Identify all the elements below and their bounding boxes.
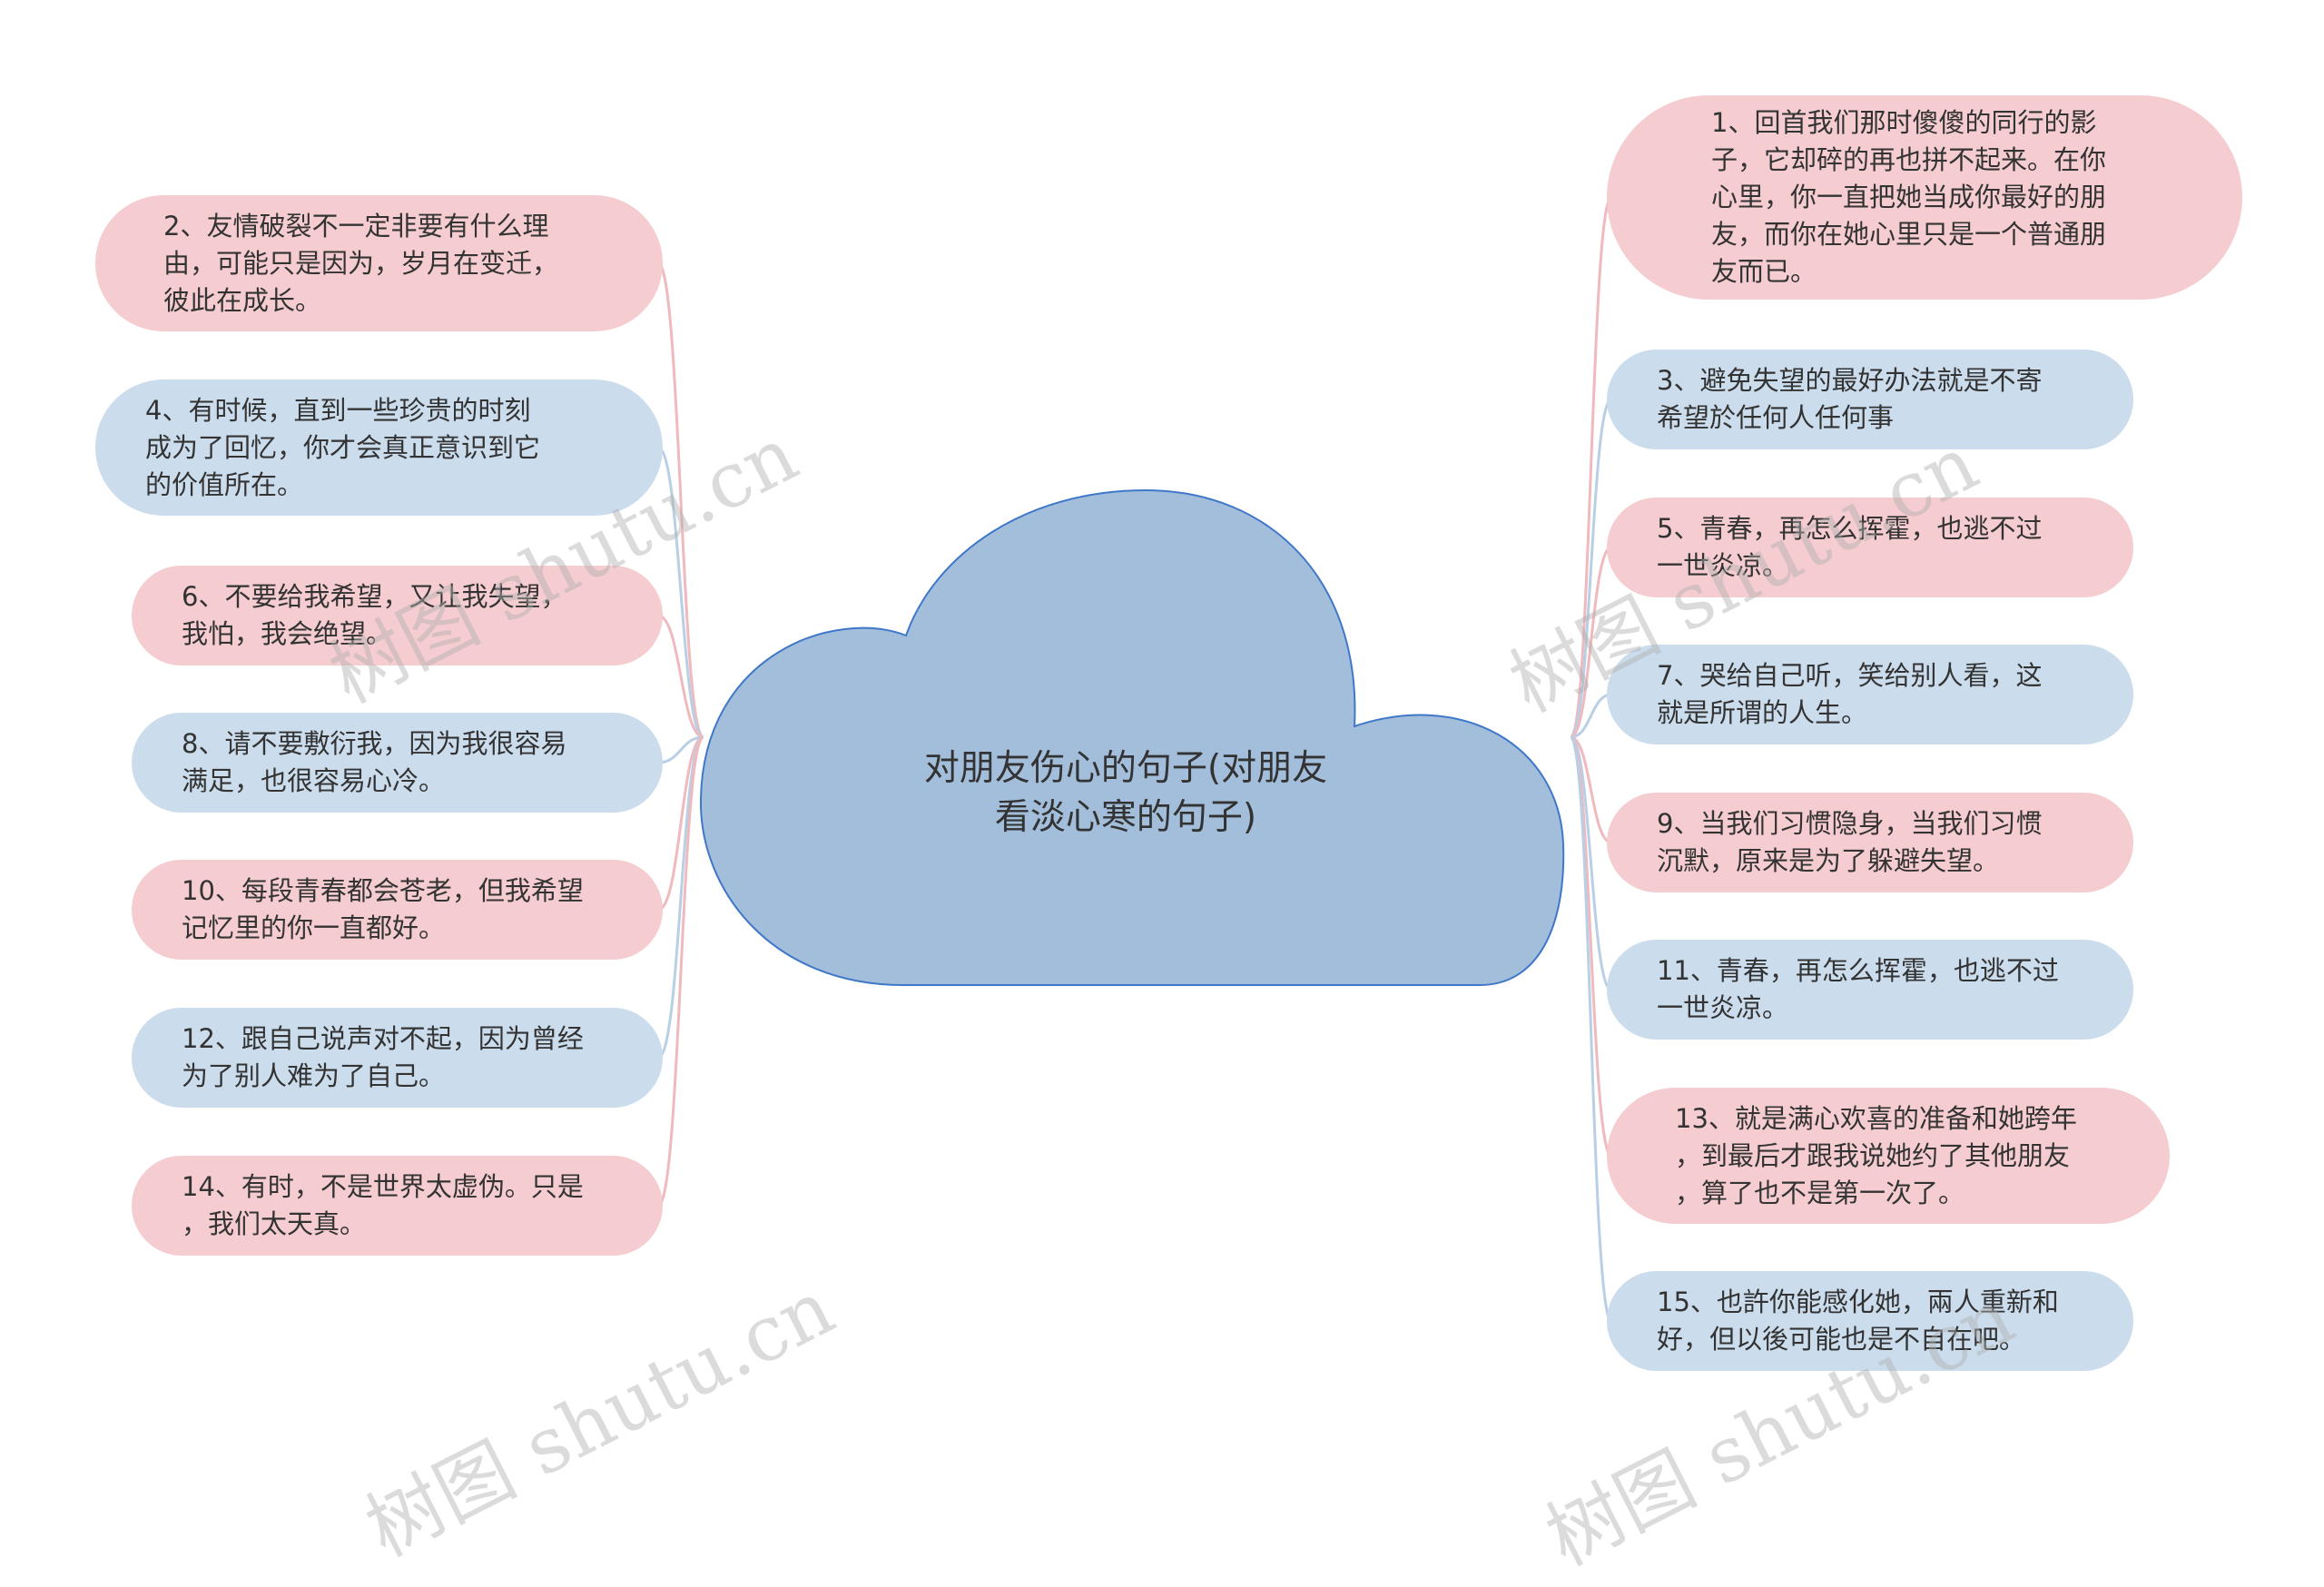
left-node-text: 10、每段青春都会苍老，但我希望 记忆里的你一直都好。: [182, 875, 584, 943]
right-node-text: 7、哭给自己听，笑给别人看，这 就是所谓的人生。: [1657, 660, 2043, 728]
center-cloud-shape: [699, 488, 1565, 986]
right-node-2[interactable]: 5、青春，再怎么挥霍，也逃不过 一世炎凉。: [1607, 498, 2133, 597]
left-connector: [656, 261, 705, 739]
right-node-text: 13、就是满心欢喜的准备和她跨年 ，到最后才跟我说她约了其他朋友 ，算了也不是第…: [1675, 1102, 2077, 1208]
right-node-text: 1、回首我们那时傻傻的同行的影 子，它却碎的再也拼不起来。在你 心里，你一直把她…: [1711, 107, 2107, 287]
right-node-text: 15、也許你能感化她，兩人重新和 好，但以後可能也是不自在吧。: [1657, 1286, 2059, 1355]
left-node-0[interactable]: 2、友情破裂不一定非要有什么理 由，可能只是因为，岁月在变迁， 彼此在成长。: [95, 195, 663, 331]
right-connector: [1569, 735, 1613, 1323]
right-node-6[interactable]: 13、就是满心欢喜的准备和她跨年 ，到最后才跟我说她约了其他朋友 ，算了也不是第…: [1607, 1088, 2170, 1224]
central-topic[interactable]: 对朋友伤心的句子(对朋友 看淡心寒的句子): [923, 748, 1328, 838]
right-connector: [1569, 196, 1613, 739]
left-node-6[interactable]: 14、有时，不是世界太虚伪。只是 ，我们太天真。: [132, 1156, 663, 1256]
right-node-text: 3、避免失望的最好办法就是不寄 希望於任何人任何事: [1657, 365, 2043, 433]
right-node-5[interactable]: 11、青春，再怎么挥霍，也逃不过 一世炎凉。: [1607, 940, 2133, 1040]
left-node-text: 4、有时候，直到一些珍贵的时刻 成为了回忆，你才会真正意识到它 的价值所在。: [145, 394, 541, 500]
right-node-text: 11、青春，再怎么挥霍，也逃不过 一世炎凉。: [1657, 955, 2059, 1023]
left-connector: [656, 735, 705, 1208]
right-node-0[interactable]: 1、回首我们那时傻傻的同行的影 子，它却碎的再也拼不起来。在你 心里，你一直把她…: [1607, 95, 2242, 300]
left-node-3[interactable]: 8、请不要敷衍我，因为我很容易 满足，也很容易心冷。: [132, 713, 663, 813]
right-node-1[interactable]: 3、避免失望的最好办法就是不寄 希望於任何人任何事: [1607, 350, 2133, 449]
left-node-4[interactable]: 10、每段青春都会苍老，但我希望 记忆里的你一直都好。: [132, 860, 663, 960]
right-node-text: 9、当我们习惯隐身，当我们习惯 沉默，原来是为了躲避失望。: [1657, 808, 2043, 876]
connector-layer: [656, 196, 1613, 1323]
right-connector: [1570, 546, 1612, 739]
right-node-4[interactable]: 9、当我们习惯隐身，当我们习惯 沉默，原来是为了躲避失望。: [1607, 793, 2133, 892]
right-node-text: 5、青春，再怎么挥霍，也逃不过 一世炎凉。: [1657, 513, 2043, 581]
left-node-text: 12、跟自己说声对不起，因为曾经 为了别人难为了自己。: [182, 1023, 584, 1091]
right-connector: [1570, 693, 1612, 739]
left-node-1[interactable]: 4、有时候，直到一些珍贵的时刻 成为了回忆，你才会真正意识到它 的价值所在。: [95, 380, 663, 516]
center-cloud[interactable]: [0, 0, 2324, 1459]
right-connector: [1570, 735, 1612, 844]
right-node-3[interactable]: 7、哭给自己听，笑给别人看，这 就是所谓的人生。: [1607, 645, 2133, 744]
left-node-2[interactable]: 6、不要给我希望，又让我失望， 我怕，我会绝望。: [132, 566, 663, 665]
left-node-text: 14、有时，不是世界太虚伪。只是 ，我们太天真。: [182, 1171, 584, 1239]
right-node-7[interactable]: 15、也許你能感化她，兩人重新和 好，但以後可能也是不自在吧。: [1607, 1271, 2133, 1371]
left-node-text: 8、请不要敷衍我，因为我很容易 满足，也很容易心冷。: [182, 728, 567, 796]
left-node-text: 2、友情破裂不一定非要有什么理 由，可能只是因为，岁月在变迁， 彼此在成长。: [163, 210, 559, 316]
left-connector: [657, 614, 704, 739]
left-connector: [657, 735, 704, 912]
left-node-text: 6、不要给我希望，又让我失望， 我怕，我会绝望。: [182, 581, 567, 649]
left-connector: [657, 735, 704, 764]
right-connector: [1569, 398, 1613, 739]
left-connector: [657, 446, 704, 739]
left-node-5[interactable]: 12、跟自己说声对不起，因为曾经 为了别人难为了自己。: [132, 1008, 663, 1108]
